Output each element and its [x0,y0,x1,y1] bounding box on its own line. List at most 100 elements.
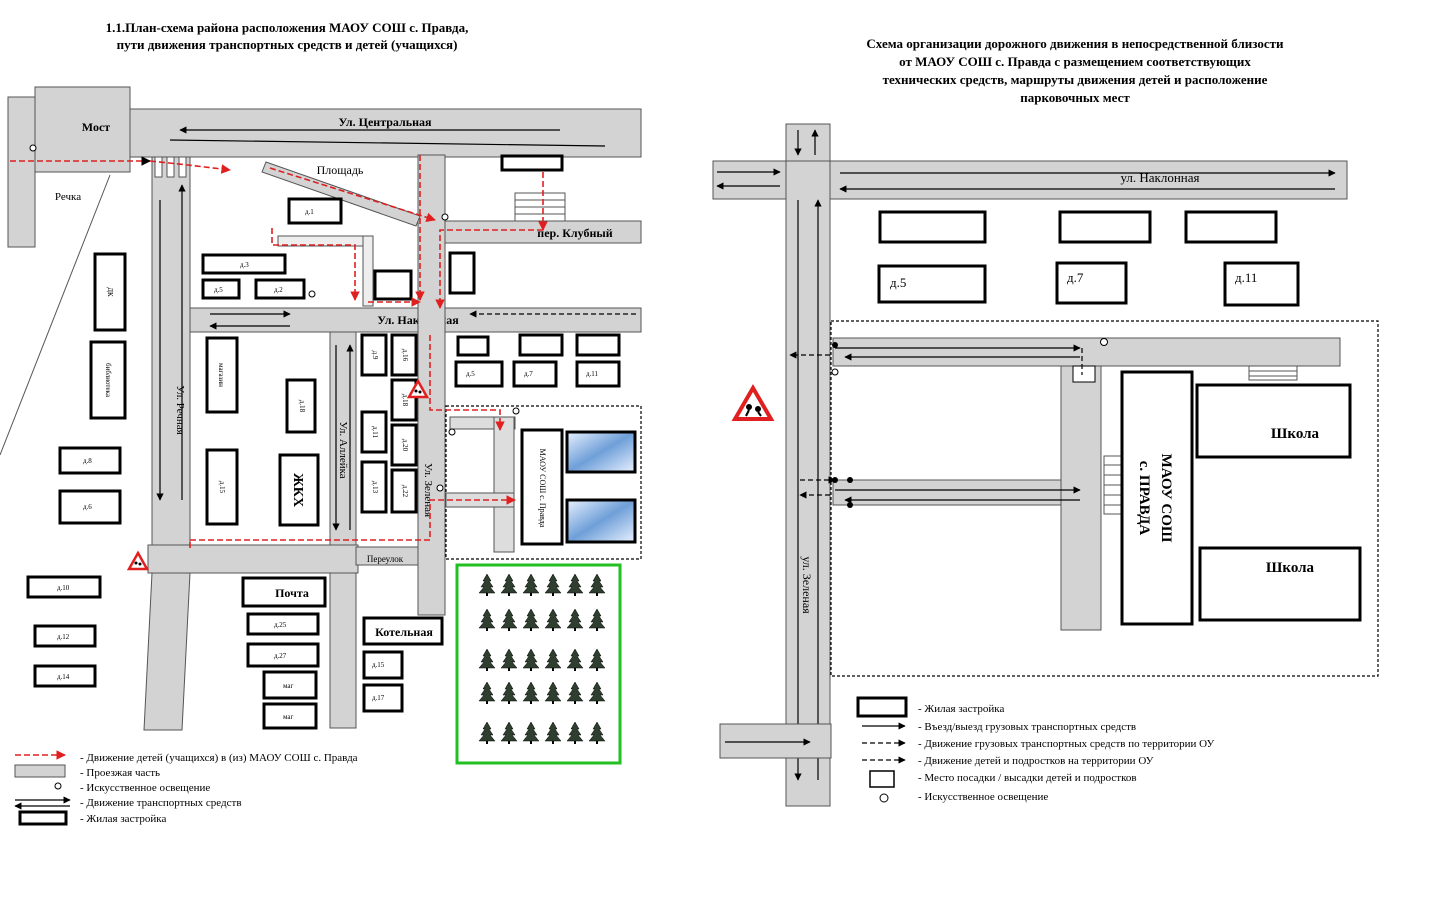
crosswalk [154,156,163,178]
building-zhkh [278,453,320,527]
building-kulturny-center [500,154,564,172]
r-house-3 [1184,210,1278,244]
r-school-main-line2: с. ПРАВДА [1136,461,1152,536]
house-d11b-label: д.11 [586,370,599,378]
school-building [520,428,564,546]
house-unlabeled [373,269,413,301]
r-school-main [1120,370,1194,626]
house-d2 [254,278,306,300]
marker-dot [832,342,838,348]
house-d22-label: д.22 [401,485,409,498]
building-pochta [241,576,327,608]
svg-text:- Жилая застройка: - Жилая застройка [80,813,166,825]
r-road-zelenaya-label: ул. Зеленая [800,556,814,614]
road-inner2 [362,235,374,307]
svg-text:- Искусственное освещение: - Искусственное освещение [918,791,1048,803]
r-parking [1072,365,1096,383]
road-centralnaya [129,108,642,158]
house-d22 [390,468,418,514]
right-legend: - Жилая застройка - Въезд/выезд грузовых… [856,696,1214,803]
r-school-2-label: Школа [1266,560,1315,576]
r-stairs [1103,365,1298,515]
svg-text:- Движение транспортных средст: - Движение транспортных средств [80,797,242,809]
road-south [143,572,191,731]
light-icon [1100,338,1108,346]
traffic-line [169,139,606,147]
light-icon [436,484,444,492]
house-d10-label: д.10 [57,584,70,592]
shop-mag2 [262,702,318,730]
building-kotelnaya [362,616,444,646]
shop-mag1 [262,670,318,700]
house-d11-label: д.11 [371,426,379,439]
house-d14 [33,664,97,688]
right-title-line1: Схема организации дорожного движения в н… [866,36,1284,51]
building-biblioteka [89,340,127,420]
r-house-d7-label: д.7 [1067,270,1084,285]
building-magazin [205,336,239,414]
light-icon [831,368,839,376]
warning-sign-icon [127,551,149,571]
r-house-d11-label: д.11 [1235,270,1257,285]
road-alleyka-label: Ул. Аллейка [337,421,349,478]
house-d10 [26,575,102,599]
house-d11 [360,410,388,454]
road-centralnaya-label: Ул. Центральная [338,115,432,129]
road-pereulok-label: Переулок [367,554,404,564]
road-ploshchad-label: Площадь [317,163,364,177]
svg-text:- Место посадки / высадки дете: - Место посадки / высадки детей и подрос… [918,772,1137,784]
bridge [34,86,131,173]
svg-text:- Въезд/выезд грузовых транспо: - Въезд/выезд грузовых транспортных сред… [918,721,1136,733]
house-d15b-label: д.15 [372,661,385,669]
house-d2-label: д.2 [274,286,283,294]
right-title-line3: технических средств, маршруты движения д… [883,72,1268,87]
building-pochta-label: Почта [275,586,309,600]
house-d16 [390,333,418,377]
r-drive-vert [1060,365,1102,631]
road-south2 [329,572,357,729]
house-d6-label: д.6 [83,503,92,511]
school-path-v [493,416,515,553]
warning-sign-children-icon [731,384,775,421]
left-title-line1: 1.1.План-схема района расположения МАОУ … [106,20,469,35]
kids-path-2 [149,160,231,174]
school-building-label: МАОУ СОШ с. Правда [538,449,547,528]
r-house-d5 [877,264,987,304]
house-d1-label: д.1 [305,208,314,216]
house-d7 [512,360,558,388]
house-d5 [201,278,241,300]
house-d27-label: д.27 [274,652,287,660]
r-school-1-label: Школа [1271,426,1320,442]
house-d18-label: д.18 [298,400,306,413]
building-dk [93,252,127,332]
house-d25-label: д.25 [274,621,287,629]
svg-text:- Жилая застройка: - Жилая застройка [918,703,1004,715]
house-d8 [58,446,122,475]
r-drive-top [832,337,1341,367]
kids-path-6 [271,228,360,301]
left-title-line2: пути движения транспортных средств и дет… [117,37,458,52]
r-house-2 [1058,210,1152,244]
marker-dot [847,477,853,483]
r-house-d7 [1055,261,1128,305]
building-magazin-label: магазин [217,363,225,387]
light-icon [448,428,456,436]
svg-text:- Движение детей и подростков: - Движение детей и подростков на террито… [918,755,1154,767]
building-biblioteka-label: библиотека [104,363,112,398]
light-icon [29,144,37,152]
right-title-line2: от МАОУ СОШ с. Правда с размещением соот… [899,54,1251,69]
road-rechnaya-label: Ул. Речная [174,385,186,434]
pool1 [565,430,637,474]
house-d5b [454,360,504,388]
road-rechnaya [151,156,191,548]
light-icon [512,407,520,415]
marker-dot [847,502,853,508]
house-d25 [246,612,320,636]
pool2 [565,498,637,544]
shop-mag1-label: маг [283,682,293,690]
house-d3-label: д.3 [240,261,249,269]
svg-text:- Движение детей (учащихся) в: - Движение детей (учащихся) в (из) МАОУ … [80,752,358,764]
house-d20-label: д.20 [401,439,409,452]
stairs [514,192,566,222]
